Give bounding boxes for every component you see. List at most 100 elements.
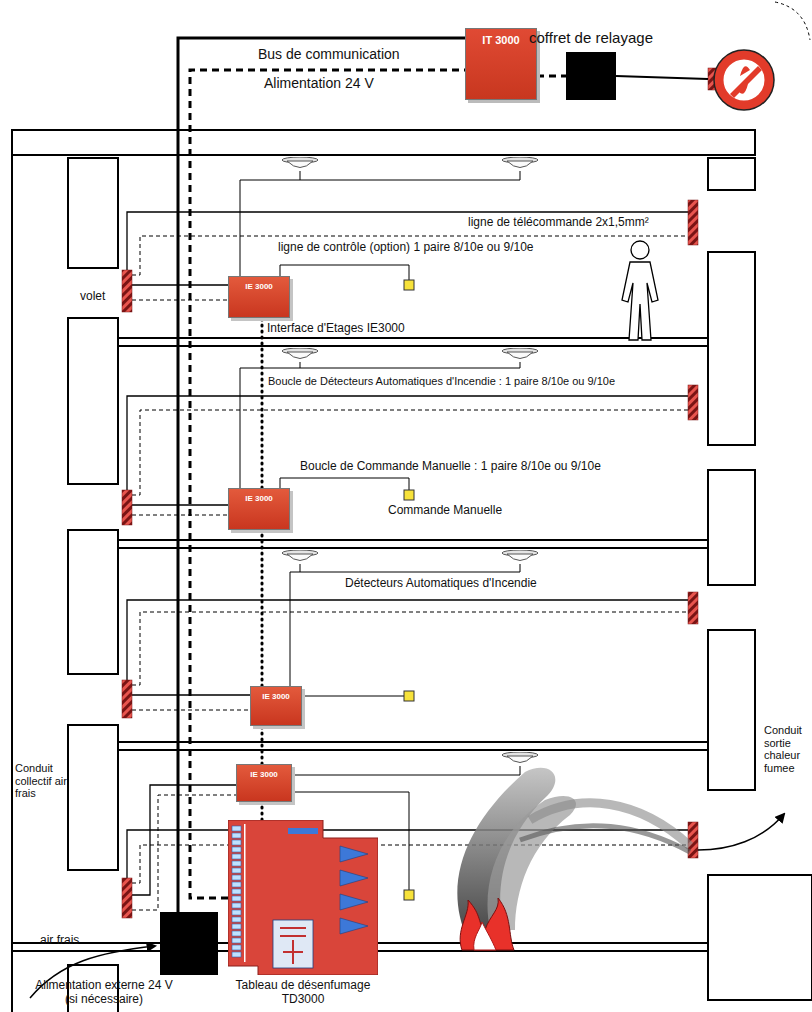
- smoke-detector: [502, 157, 538, 168]
- building-structure: [68, 318, 118, 484]
- panel-indicator: [232, 903, 241, 908]
- panel-divider: [244, 824, 246, 962]
- person-figure: [631, 241, 649, 259]
- panel-module: [280, 928, 306, 964]
- panel-indicator: [232, 840, 241, 845]
- floor-bus: [261, 726, 264, 764]
- panel-button: [340, 918, 368, 934]
- line-label: Bus de communication: [256, 46, 402, 62]
- person-figure: [622, 241, 658, 340]
- device-caption: Interface d'Etages IE3000: [267, 322, 437, 336]
- panel-indicator: [232, 861, 241, 866]
- smoke-damper: [122, 490, 132, 525]
- person-figure: [622, 262, 658, 340]
- panel-display: [288, 828, 318, 834]
- fan: [616, 76, 708, 79]
- panel-indicator: [232, 833, 241, 838]
- panel-indicator: [232, 847, 241, 852]
- floor-bus: [261, 802, 264, 820]
- duct-label: Conduit sortie chaleur fumee: [764, 724, 808, 775]
- building-structure: [708, 252, 755, 445]
- fan: [730, 66, 762, 98]
- smoke-damper: [688, 592, 698, 624]
- panel-indicator: [232, 882, 241, 887]
- building-structure: [708, 158, 755, 190]
- panel-drawing: [228, 820, 378, 975]
- building-structure: [11, 155, 13, 1012]
- building-structure: [708, 470, 755, 585]
- telecommand-line: [127, 212, 688, 878]
- panel-body: [228, 820, 378, 975]
- power-line: [178, 38, 465, 912]
- airflow-arrow: [30, 814, 784, 998]
- panel-indicator: [232, 917, 241, 922]
- building-structure: [68, 725, 118, 870]
- building-structure: [708, 875, 812, 1000]
- panel-indicator: [232, 924, 241, 929]
- panel-button: [340, 870, 368, 886]
- communication-bus: [190, 70, 465, 898]
- panel-indicator: [232, 938, 241, 943]
- manual-call-point: [404, 280, 414, 290]
- fan: [722, 58, 766, 102]
- smoke-damper: [122, 680, 132, 718]
- damper-label: volet: [80, 290, 105, 304]
- line-label: Alimentation 24 V: [262, 75, 376, 91]
- smoke-control-panel: Tableau de désenfumage TD3000: [228, 820, 378, 975]
- panel-indicator: [232, 952, 241, 957]
- loop-note: Boucle de Détecteurs Automatiques d'Ince…: [268, 375, 615, 388]
- smoke-detector: [282, 550, 318, 561]
- panel-indicator: [232, 945, 241, 950]
- smoke-damper: [122, 878, 132, 918]
- external-power-box: Alimentation externe 24 V (si nécessaire…: [160, 912, 218, 975]
- floor-interface-box: IE 3000: [228, 488, 290, 530]
- device-caption: coffret de relayage: [506, 29, 676, 46]
- panel-indicator: [232, 931, 241, 936]
- line-note: ligne de télécommande 2x1,5mm²: [468, 216, 649, 230]
- panel-button: [340, 846, 368, 862]
- floor-interface-box: IE 3000: [236, 764, 292, 802]
- relay-cabinet: coffret de relayage: [566, 52, 616, 100]
- panel-indicator: [232, 896, 241, 901]
- device-name: IE 3000: [245, 282, 273, 291]
- manual-call-point: [404, 890, 414, 900]
- manual-call-point: [404, 490, 414, 500]
- panel-indicator: [232, 910, 241, 915]
- smoke-damper: [688, 200, 698, 245]
- telecommand-line: [127, 212, 688, 895]
- loop-note: Boucle de Commande Manuelle : 1 paire 8/…: [300, 460, 601, 474]
- control-line: [132, 236, 688, 910]
- smoke-detector: [282, 157, 318, 168]
- device-name: IE 3000: [262, 692, 290, 701]
- fire-and-smoke: [460, 898, 514, 950]
- floor-bus: [261, 530, 264, 686]
- fire-and-smoke: [520, 826, 690, 852]
- smoke-detector: [502, 752, 538, 763]
- building-structure: [68, 158, 118, 268]
- relay-interface-box: IT 3000: [465, 28, 537, 100]
- device-name: IE 3000: [245, 494, 273, 503]
- device-caption: Tableau de désenfumage TD3000: [228, 979, 378, 1007]
- panel-indicator: [232, 826, 241, 831]
- panel-button: [340, 894, 368, 910]
- building-structure: [12, 130, 755, 155]
- duct-label: Conduit collectif air frais: [15, 762, 67, 800]
- panel-indicator: [232, 868, 241, 873]
- building-structure: [68, 530, 118, 674]
- device-label: Commande Manuelle: [388, 504, 502, 518]
- building-structure: [708, 630, 755, 790]
- control-line: [132, 236, 688, 883]
- device-caption: Alimentation externe 24 V (si nécessaire…: [30, 979, 178, 1007]
- smoke-detector: [282, 348, 318, 359]
- airflow-arrow: [698, 814, 784, 850]
- smoke-damper: [122, 68, 716, 918]
- fan: [616, 2, 810, 110]
- floor-interface-box: IE 3000Interface d'Etages IE3000: [228, 276, 290, 318]
- device-name: IE 3000: [250, 770, 278, 779]
- fan: [775, 2, 810, 40]
- smoke-detector: [502, 348, 538, 359]
- building-structure: [12, 130, 812, 1012]
- smoke-damper: [688, 385, 698, 420]
- device-name: IT 3000: [482, 34, 519, 47]
- fire-and-smoke: [474, 922, 496, 950]
